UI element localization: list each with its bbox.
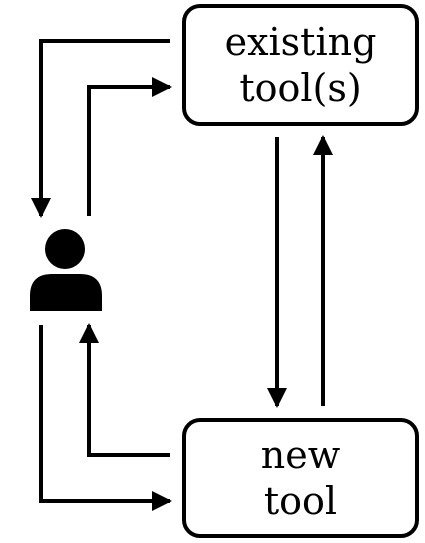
arrow-existing-to-user (31, 39, 170, 218)
new-tool-node: new tool (182, 418, 419, 538)
new-tool-label-line2: tool (263, 479, 338, 523)
new-tool-label-line1: new (260, 433, 341, 477)
existing-tools-label-line2: tool(s) (239, 66, 362, 110)
arrow-user-to-new (39, 325, 172, 511)
existing-tools-node: existing tool(s) (182, 4, 419, 126)
arrow-user-to-existing (87, 77, 172, 216)
user-icon (30, 229, 102, 311)
arrow-new-to-user (79, 323, 170, 457)
existing-tools-label-line1: existing (224, 20, 377, 64)
